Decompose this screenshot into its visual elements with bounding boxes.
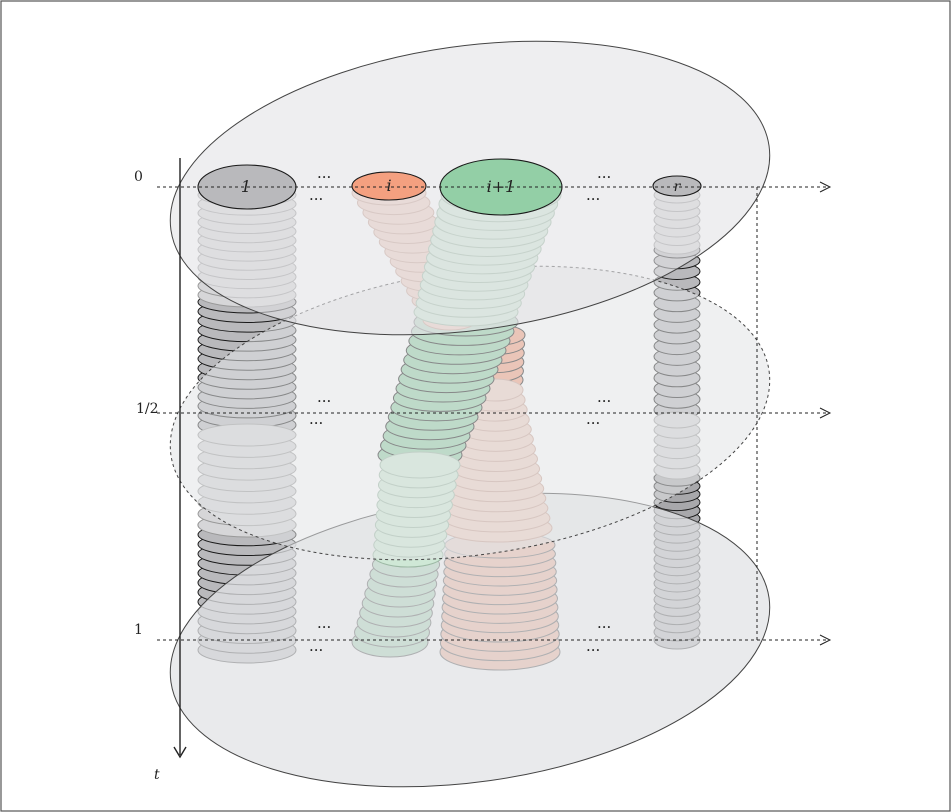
ellipsis: ··· xyxy=(317,392,331,410)
strand-label-r: r xyxy=(674,179,682,195)
arrowhead-t1 xyxy=(819,634,832,646)
strand-label-1: 1 xyxy=(241,177,251,196)
ellipsis: ··· xyxy=(586,414,600,432)
ellipsis: ··· xyxy=(597,618,611,636)
ellipsis: ··· xyxy=(597,392,611,410)
time-label-1: 1 xyxy=(134,622,143,638)
arrowhead-t0 xyxy=(819,181,832,193)
ellipsis: ··· xyxy=(309,414,323,432)
strand-i-cap xyxy=(351,171,427,201)
ellipsis: ··· xyxy=(317,618,331,636)
arrowhead-t-half xyxy=(819,407,832,419)
strand-label-i-plus-1: i+1 xyxy=(487,177,516,196)
ellipsis: ··· xyxy=(309,190,323,208)
level-arrowheads xyxy=(819,181,832,646)
ellipsis: ··· xyxy=(586,190,600,208)
ellipsis: ··· xyxy=(317,168,331,186)
ellipsis-group: ··· ··· ··· ··· ··· ··· ··· ··· ··· ··· … xyxy=(309,168,611,659)
time-label-0: 0 xyxy=(134,169,143,185)
ellipsis: ··· xyxy=(309,641,323,659)
time-label-half: 1/2 xyxy=(136,401,159,417)
time-axis-arrowhead xyxy=(173,746,187,759)
strand-label-i: i xyxy=(386,176,391,195)
ellipsis: ··· xyxy=(597,168,611,186)
ellipsis: ··· xyxy=(586,641,600,659)
time-axis-label: t xyxy=(154,767,160,783)
strand-r-cap xyxy=(652,175,702,197)
